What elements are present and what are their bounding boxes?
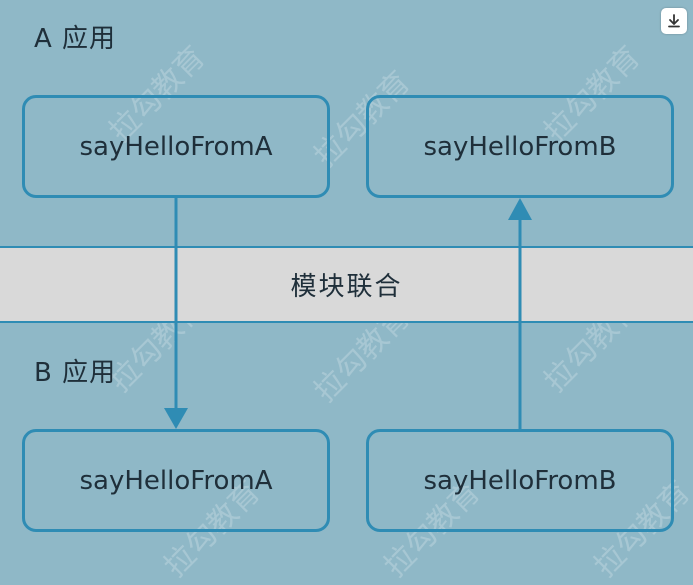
node-label: sayHelloFromA	[79, 131, 273, 162]
node-label: sayHelloFromB	[423, 131, 617, 162]
arrowhead-down	[164, 408, 188, 429]
node-label: sayHelloFromB	[423, 465, 617, 496]
connector-arrows	[164, 198, 532, 429]
node-label: sayHelloFromA	[79, 465, 273, 496]
node-a-say-hello-from-a: sayHelloFromA	[22, 95, 330, 198]
node-b-say-hello-from-a: sayHelloFromA	[22, 429, 330, 532]
module-federation-band: 模块联合	[0, 246, 693, 323]
app-b-label: B 应用	[34, 358, 117, 388]
band-label: 模块联合	[290, 272, 403, 302]
node-b-say-hello-from-b: sayHelloFromB	[366, 429, 674, 532]
download-button[interactable]	[661, 8, 687, 34]
download-icon	[668, 14, 680, 28]
app-a-label: A 应用	[34, 24, 117, 54]
arrowhead-up	[508, 198, 532, 220]
diagram-canvas: 拉勾教育 拉勾教育 拉勾教育 拉勾教育 拉勾教育 拉勾教育 拉勾教育 拉勾教育 …	[0, 8, 693, 584]
node-a-say-hello-from-b: sayHelloFromB	[366, 95, 674, 198]
